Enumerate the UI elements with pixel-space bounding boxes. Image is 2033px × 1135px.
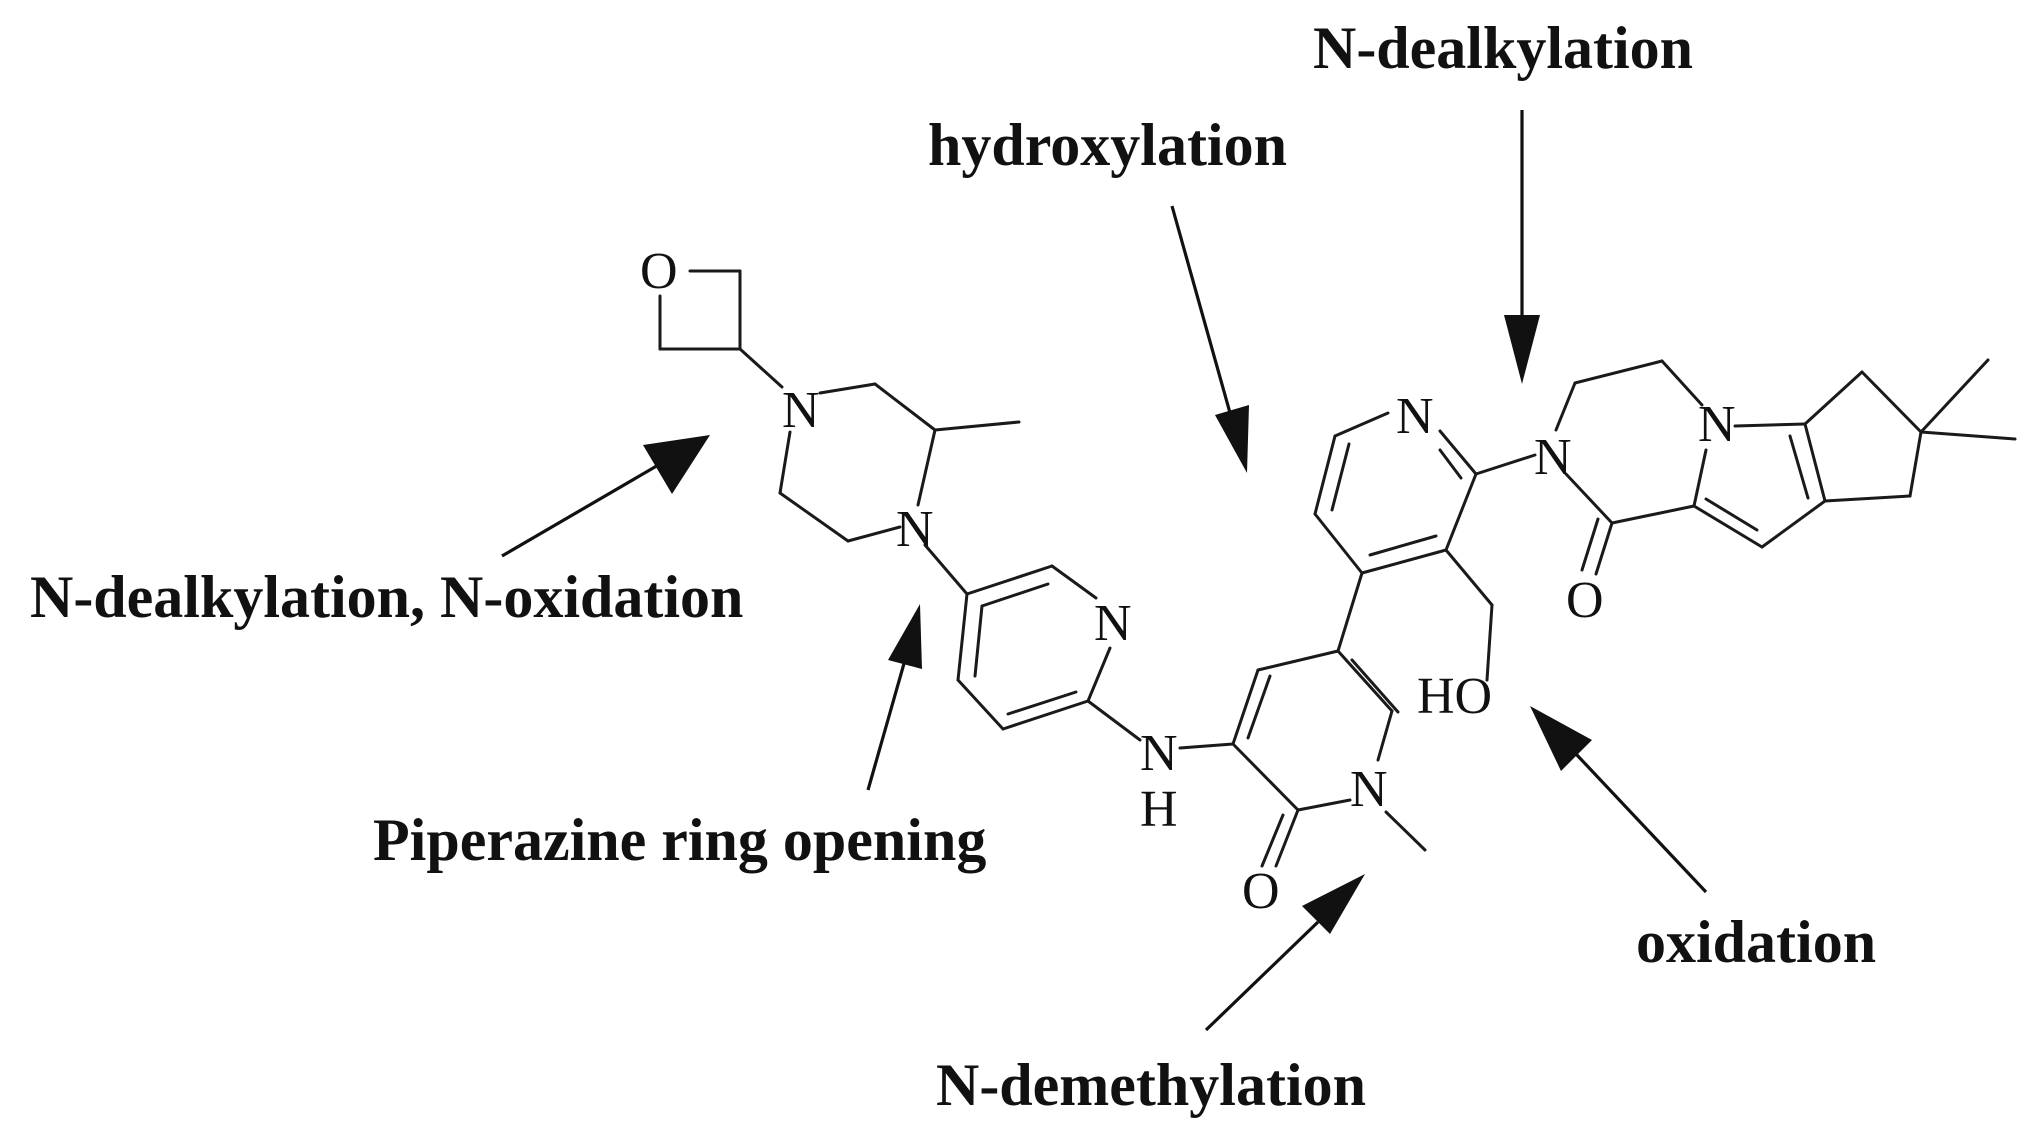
arrow-n-dealkylation-n-oxidation xyxy=(501,435,710,558)
atom-labels: O N N N N H N O N N O N HO xyxy=(638,243,1736,920)
atom-pyridine-b-nitrogen: N xyxy=(1396,388,1434,445)
annotation-arrows xyxy=(501,110,1708,1032)
atom-piperazine-n1: N xyxy=(782,382,820,439)
atom-piperazine-n4: N xyxy=(896,501,934,558)
atom-pyridinone-oxygen: O xyxy=(1242,863,1280,920)
label-piperazine-ring-opening: Piperazine ring opening xyxy=(373,807,986,873)
atom-pyridine-a-nitrogen: N xyxy=(1094,595,1132,652)
label-n-dealkylation-n-oxidation: N-dealkylation, N-oxidation xyxy=(30,564,743,630)
atom-oxetane-oxygen: O xyxy=(640,243,678,300)
arrow-hydroxylation xyxy=(1170,205,1249,473)
atom-amine-hydrogen: H xyxy=(1140,781,1178,838)
atom-lactam-oxygen: O xyxy=(1566,572,1604,629)
label-n-dealkylation-top: N-dealkylation xyxy=(1313,15,1693,81)
arrow-n-demethylation xyxy=(1204,874,1365,1032)
arrow-n-dealkylation-top xyxy=(1504,110,1540,384)
atom-amine-nitrogen: N xyxy=(1140,725,1178,782)
arrow-piperazine-ring-opening xyxy=(866,604,922,791)
label-n-demethylation: N-demethylation xyxy=(936,1052,1366,1118)
atom-pyridinone-nitrogen: N xyxy=(1350,761,1388,818)
label-hydroxylation: hydroxylation xyxy=(928,112,1287,178)
label-oxidation: oxidation xyxy=(1636,909,1876,975)
atom-hydroxyl: HO xyxy=(1417,668,1492,725)
annotation-labels: N-dealkylation hydroxylation N-dealkylat… xyxy=(30,15,1876,1118)
atom-pyrrole-nitrogen: N xyxy=(1698,396,1736,453)
arrow-oxidation xyxy=(1530,706,1708,894)
molecule-bonds xyxy=(658,269,2017,868)
atom-lactam-nitrogen: N xyxy=(1534,429,1572,486)
